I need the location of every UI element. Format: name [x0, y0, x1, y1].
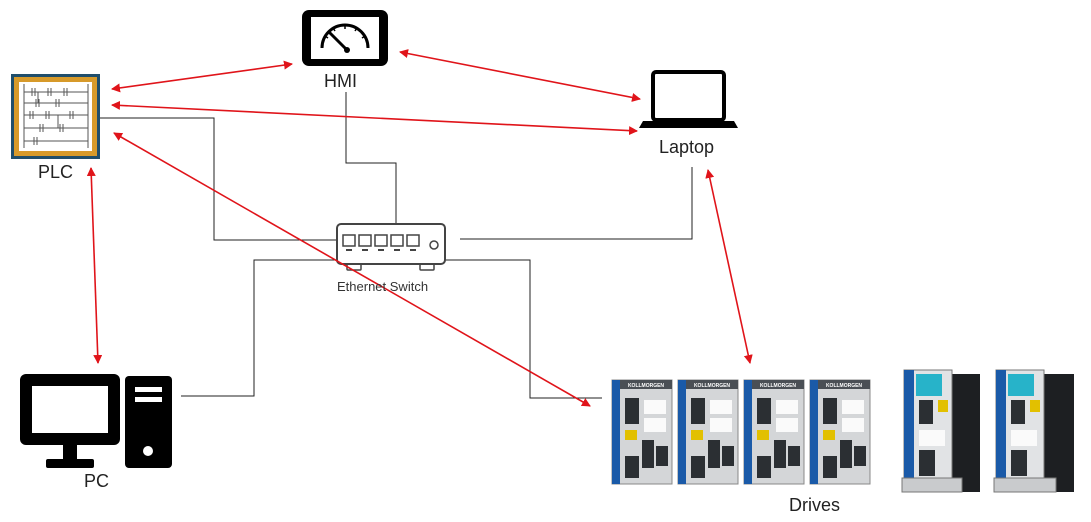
- drive-brand-1: KOLLMORGEN: [628, 383, 664, 389]
- drive-unit-4: KOLLMORGEN: [809, 379, 871, 485]
- drive-unit-5: [901, 369, 980, 493]
- arrow-laptop-drives: [705, 169, 753, 364]
- drive-brand-2: KOLLMORGEN: [694, 383, 730, 389]
- arrow-plc-laptop: [111, 100, 638, 136]
- laptop-label: Laptop: [659, 137, 715, 157]
- wire-switch-drives: [444, 259, 602, 399]
- wire-hmi-switch: [345, 92, 397, 224]
- pc-label: PC: [84, 471, 110, 491]
- laptop-icon: [639, 70, 738, 128]
- drive-unit-6: [993, 369, 1074, 493]
- hmi-label: HMI: [324, 71, 357, 91]
- hmi-icon: [302, 10, 388, 66]
- plc-icon: [11, 74, 100, 159]
- wire-pc-switch: [181, 259, 338, 397]
- arrow-plc-drives: [113, 132, 591, 407]
- arrow-hmi-laptop: [399, 49, 641, 102]
- drive-unit-1: KOLLMORGEN: [611, 379, 673, 485]
- wire-laptop-switch: [460, 167, 693, 240]
- drives-label: Drives: [789, 495, 841, 515]
- drive-brand-4: KOLLMORGEN: [826, 383, 862, 389]
- arrow-plc-hmi: [111, 60, 293, 93]
- arrow-plc-pc: [86, 167, 103, 364]
- drives-group: KOLLMORGEN KOLLMORGEN KOLLMO: [611, 369, 1074, 493]
- pc-icon: [20, 374, 172, 468]
- drive-brand-3: KOLLMORGEN: [760, 383, 796, 389]
- comm-arrows: [86, 49, 753, 407]
- switch-label: Ethernet Switch: [337, 279, 429, 294]
- plc-label: PLC: [38, 162, 74, 182]
- drive-unit-2: KOLLMORGEN: [677, 379, 739, 485]
- wire-plc-switch: [100, 117, 336, 241]
- drive-unit-3: KOLLMORGEN: [743, 379, 805, 485]
- ethernet-switch-icon: [336, 223, 446, 271]
